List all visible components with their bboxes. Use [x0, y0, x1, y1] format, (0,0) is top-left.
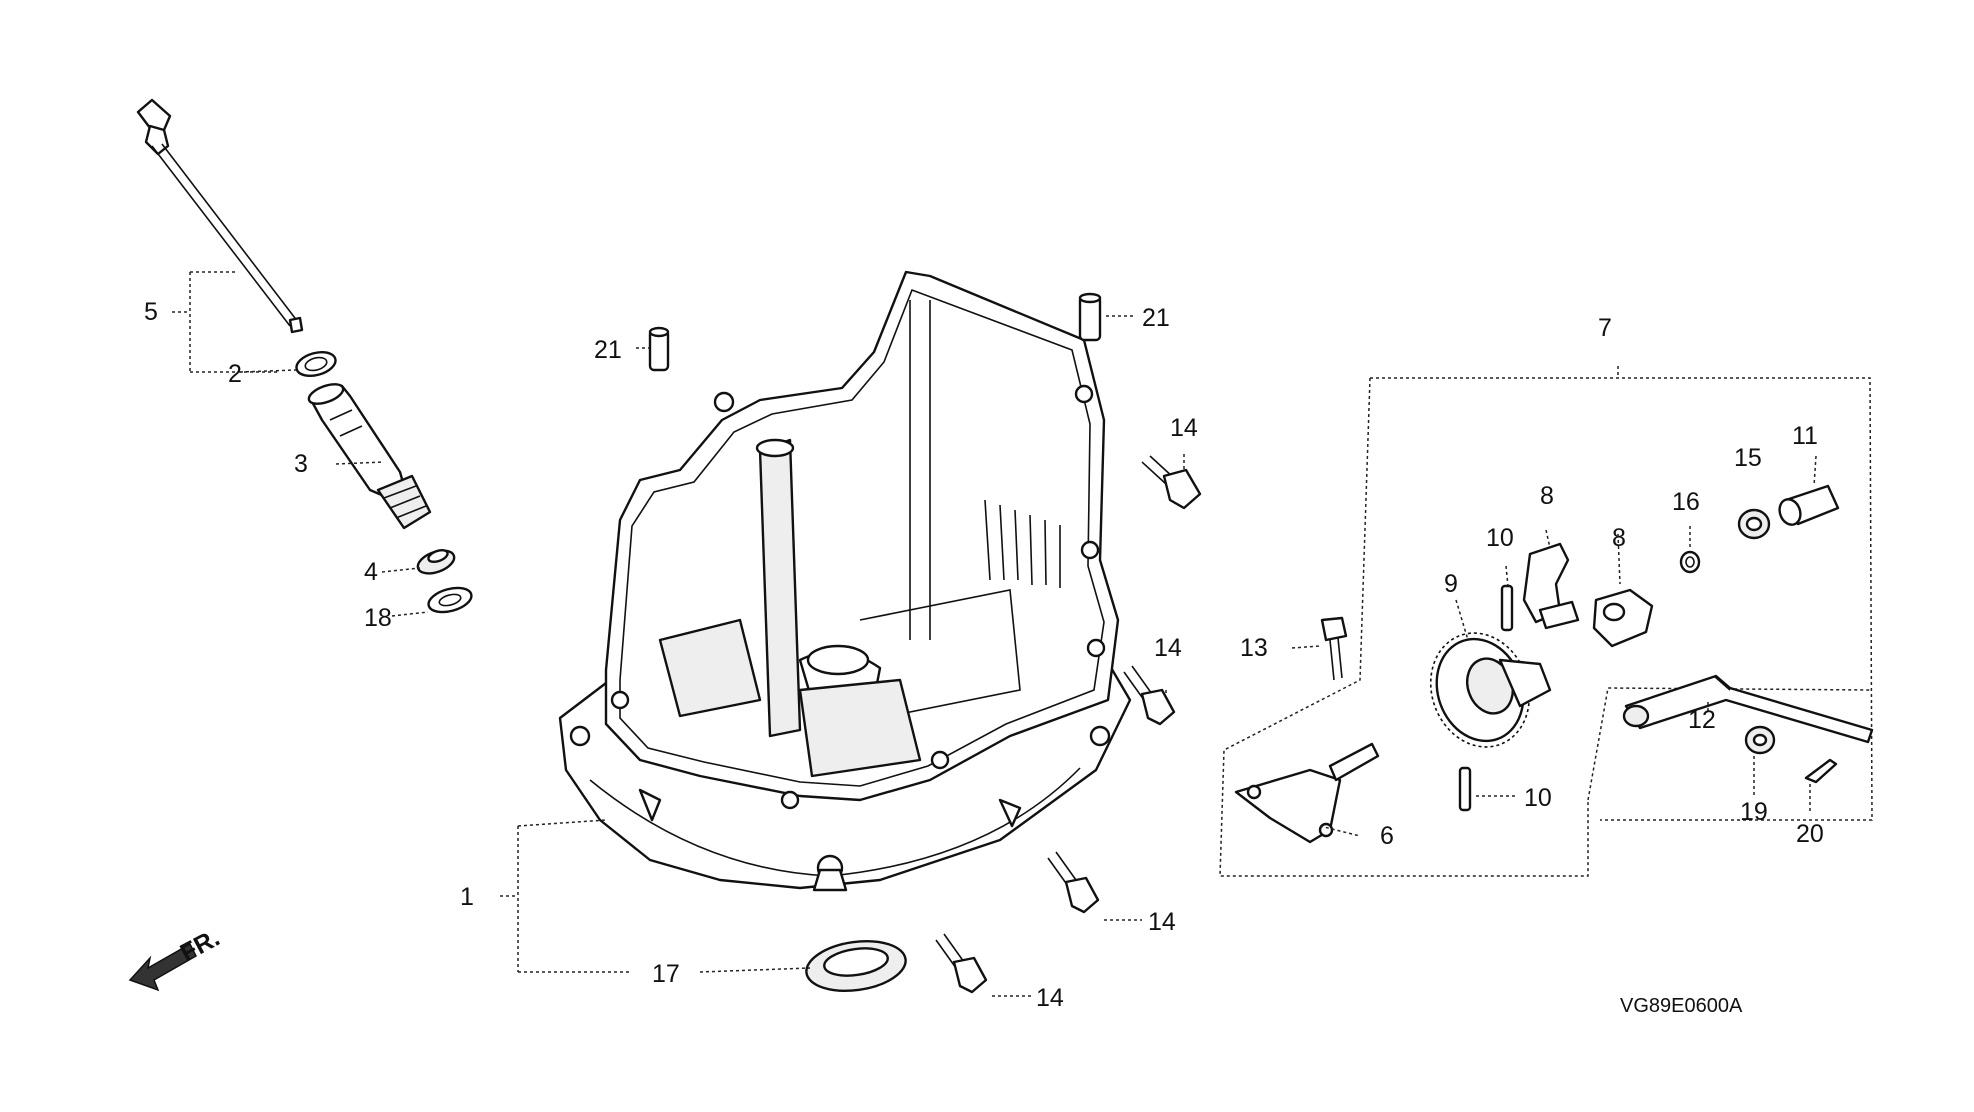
- callout-10a: 10: [1486, 524, 1514, 552]
- callout-16: 16: [1672, 488, 1700, 516]
- crankcase-cover: [558, 270, 1132, 892]
- callout-18: 18: [364, 604, 392, 632]
- drawing-code: VG89E0600A: [1620, 995, 1743, 1017]
- callout-7: 7: [1598, 314, 1612, 342]
- callout-21b: 21: [1142, 304, 1170, 332]
- callout-19: 19: [1740, 798, 1768, 826]
- governor-gear-9: [1429, 632, 1552, 748]
- pin-20: [1804, 758, 1838, 784]
- oil-filler-tube-3: [307, 383, 432, 530]
- callout-14b: 14: [1154, 634, 1182, 662]
- callout-10b: 10: [1524, 784, 1552, 812]
- callout-2: 2: [228, 360, 242, 388]
- callout-14d: 14: [1036, 984, 1064, 1012]
- governor-shaft-12: [1622, 674, 1874, 744]
- callout-3: 3: [294, 450, 308, 478]
- callout-5: 5: [144, 298, 158, 326]
- washer-18: [427, 586, 473, 614]
- governor-weight-8-b: [1592, 588, 1654, 648]
- governor-weight-8-a: [1522, 542, 1580, 630]
- callout-20: 20: [1796, 820, 1824, 848]
- nut-15: [1737, 508, 1771, 540]
- callout-6: 6: [1380, 822, 1394, 850]
- pin-10-lower: [1458, 766, 1472, 812]
- bolt-14-top: [1141, 455, 1202, 510]
- callout-8a: 8: [1540, 482, 1554, 510]
- callout-9: 9: [1444, 570, 1458, 598]
- o-ring-2: [295, 350, 337, 378]
- bolt-14-low: [1047, 851, 1100, 914]
- bolt-14-bottom: [935, 933, 988, 994]
- dowel-pin-21-right: [1078, 292, 1102, 342]
- bolt-14-mid: [1123, 665, 1176, 726]
- oil-seal-17: [805, 940, 907, 992]
- governor-holder-6: [1234, 742, 1380, 844]
- callout-14c: 14: [1148, 908, 1176, 936]
- callout-14a: 14: [1170, 414, 1198, 442]
- callout-1: 1: [460, 883, 474, 911]
- front-marker-label: FR.: [176, 924, 225, 968]
- dipstick: [136, 98, 304, 334]
- callout-11: 11: [1792, 422, 1818, 450]
- washer-16: [1679, 550, 1701, 574]
- o-ring-4: [416, 548, 456, 575]
- collar-11: [1778, 484, 1840, 526]
- callout-17: 17: [652, 960, 680, 988]
- bolt-13: [1320, 616, 1348, 681]
- dowel-pin-21-left: [648, 326, 670, 372]
- callout-12: 12: [1688, 706, 1716, 734]
- callout-4: 4: [364, 558, 378, 586]
- pin-10-upper: [1500, 584, 1514, 632]
- washer-19: [1744, 725, 1776, 755]
- callout-15: 15: [1734, 444, 1762, 472]
- callout-21a: 21: [594, 336, 622, 364]
- callout-13: 13: [1240, 634, 1268, 662]
- front-arrow-icon: [128, 942, 197, 992]
- callout-8b: 8: [1612, 524, 1626, 552]
